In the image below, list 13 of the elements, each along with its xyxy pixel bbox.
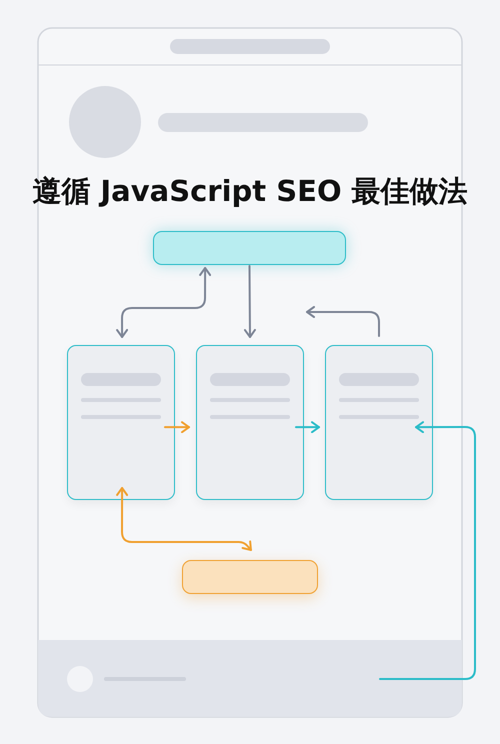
- arrow: [164, 421, 190, 434]
- arrow: [306, 306, 380, 337]
- arrow: [116, 487, 252, 551]
- card-box: [196, 345, 304, 500]
- arrow: [295, 421, 320, 434]
- arrow: [244, 265, 256, 338]
- title: 遵循 JavaScript SEO 最佳做法: [31, 173, 469, 210]
- card-box: [325, 345, 433, 500]
- bottom-box: [182, 560, 318, 594]
- top-box: [153, 231, 346, 265]
- card-box: [67, 345, 175, 500]
- arrow: [116, 267, 212, 338]
- arrow: [379, 421, 476, 680]
